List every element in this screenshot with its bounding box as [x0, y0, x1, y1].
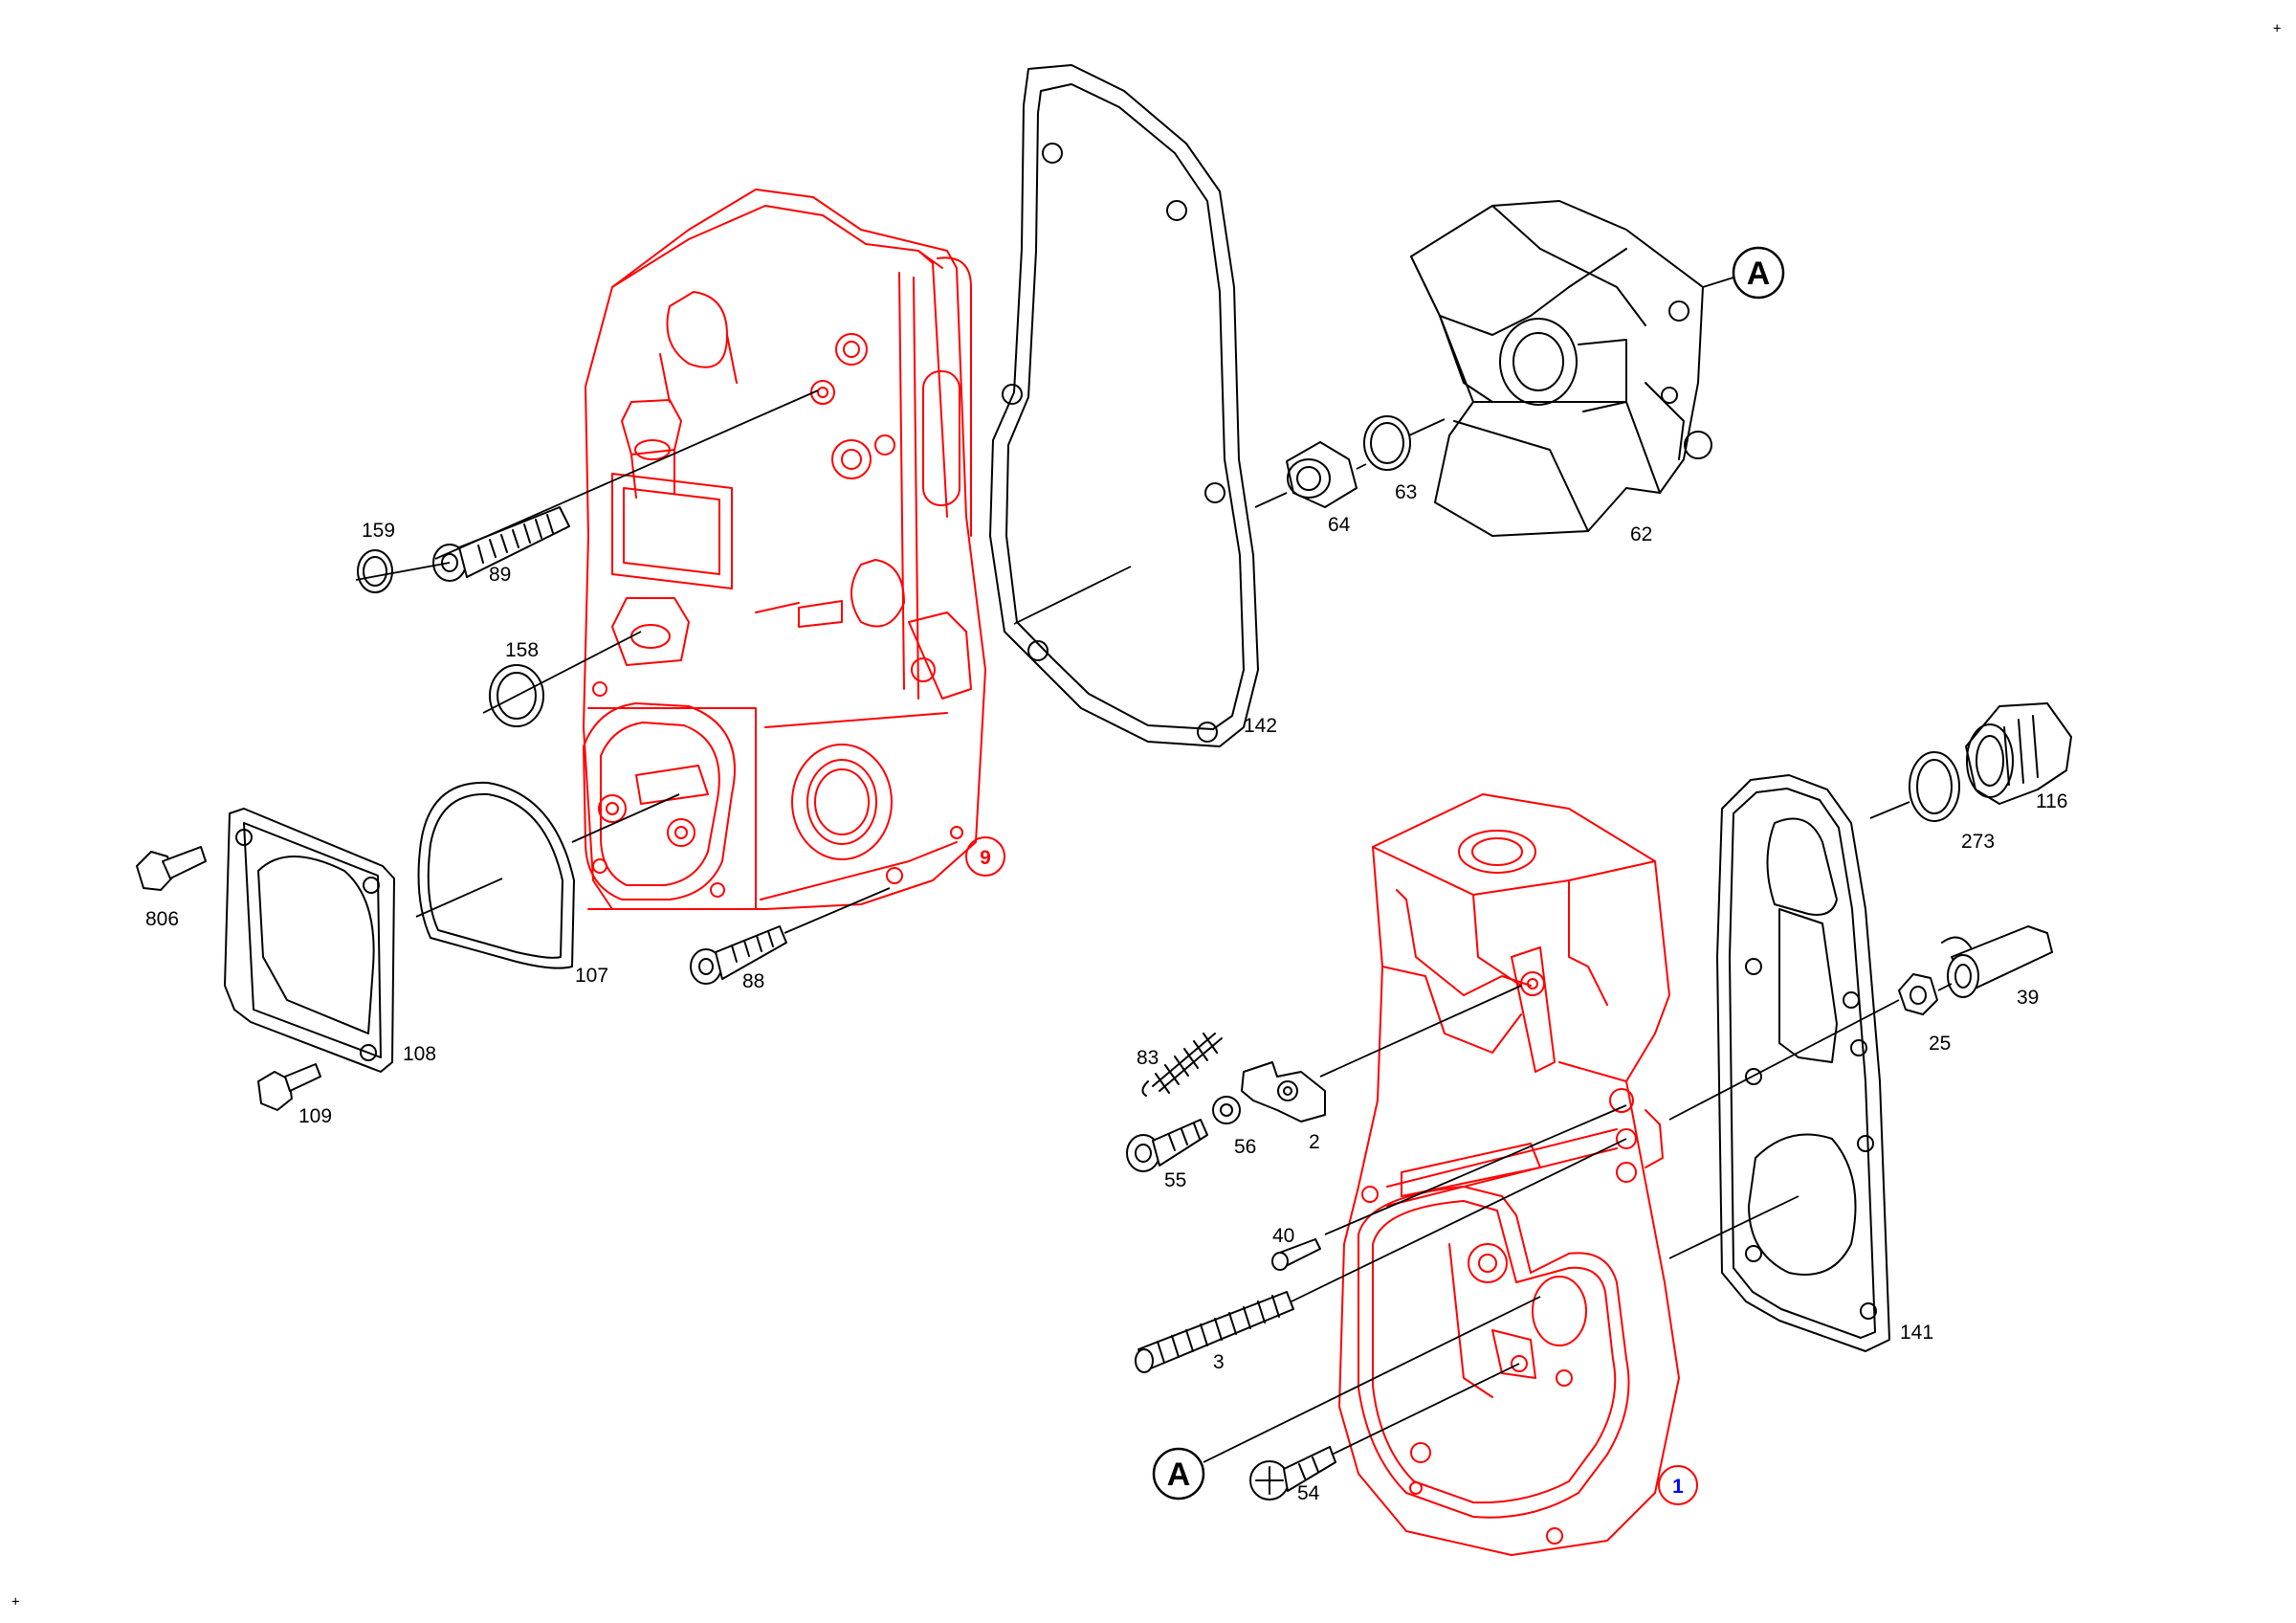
- bolt-806[interactable]: [136, 846, 207, 891]
- label-40: 40: [1272, 1225, 1294, 1247]
- leader-lines: [355, 389, 1953, 1463]
- label-2: 2: [1309, 1131, 1320, 1153]
- label-109: 109: [298, 1105, 332, 1127]
- screw-55[interactable]: [1126, 1119, 1208, 1172]
- label-62: 62: [1630, 523, 1652, 545]
- corner-mark-top-right: +: [2273, 21, 2281, 36]
- label-141: 141: [1900, 1322, 1933, 1344]
- label-116: 116: [2036, 790, 2067, 812]
- pin-39[interactable]: [1941, 925, 2053, 998]
- label-806: 806: [145, 908, 179, 930]
- ring-159[interactable]: [357, 549, 393, 593]
- label-63: 63: [1395, 481, 1417, 503]
- gasket-141[interactable]: [1716, 774, 1890, 1352]
- washer-56[interactable]: [1212, 1096, 1241, 1124]
- screw-54[interactable]: [1249, 1446, 1336, 1501]
- lower-housing-1[interactable]: [1338, 793, 1680, 1556]
- label-55: 55: [1164, 1169, 1186, 1191]
- gasket-107[interactable]: [417, 781, 575, 969]
- svg-text:1: 1: [1672, 1476, 1684, 1498]
- label-273: 273: [1961, 831, 1995, 853]
- upper-housing-9[interactable]: [583, 189, 986, 910]
- label-89: 89: [489, 564, 511, 586]
- assembly-marker-9[interactable]: 9: [965, 836, 1005, 877]
- ring-273[interactable]: [1909, 751, 1960, 822]
- label-64: 64: [1328, 514, 1351, 536]
- label-159: 159: [362, 520, 395, 542]
- label-108: 108: [403, 1043, 436, 1065]
- label-83: 83: [1137, 1047, 1159, 1069]
- label-142: 142: [1244, 715, 1277, 737]
- bracket-2[interactable]: [1241, 1061, 1326, 1123]
- bracket-62[interactable]: [1410, 200, 1712, 537]
- spring-83[interactable]: [1141, 1033, 1223, 1097]
- label-25: 25: [1929, 1033, 1951, 1055]
- label-54: 54: [1297, 1482, 1320, 1504]
- label-88: 88: [742, 970, 764, 992]
- ring-63[interactable]: [1363, 415, 1411, 471]
- ring-158[interactable]: [489, 664, 544, 727]
- cover-plate-108[interactable]: [224, 808, 395, 1073]
- label-107: 107: [575, 965, 608, 987]
- assembly-marker-1[interactable]: 1: [1658, 1465, 1698, 1505]
- screw-3[interactable]: [1135, 1291, 1294, 1373]
- callout-a-top[interactable]: A: [1702, 246, 1785, 300]
- gasket-142[interactable]: [989, 64, 1259, 747]
- svg-text:A: A: [1167, 1456, 1191, 1493]
- callout-a-bottom[interactable]: A: [1152, 1447, 1205, 1501]
- corner-mark-bottom-left: +: [11, 1594, 19, 1610]
- nut-25[interactable]: [1898, 973, 1938, 1015]
- screw-88[interactable]: [690, 925, 787, 985]
- label-3: 3: [1213, 1351, 1225, 1373]
- svg-text:A: A: [1747, 256, 1771, 292]
- bushing-64[interactable]: [1286, 441, 1358, 508]
- label-56: 56: [1234, 1136, 1256, 1158]
- bolt-109[interactable]: [257, 1063, 321, 1111]
- label-39: 39: [2017, 987, 2039, 1009]
- label-158: 158: [505, 639, 539, 661]
- part-labels: 159 89 158 806 108 107 109 88 142 64 63 …: [145, 481, 2067, 1504]
- sleeve-nut-116[interactable]: [1965, 702, 2072, 805]
- pin-40[interactable]: [1271, 1238, 1321, 1271]
- svg-text:9: 9: [980, 847, 991, 869]
